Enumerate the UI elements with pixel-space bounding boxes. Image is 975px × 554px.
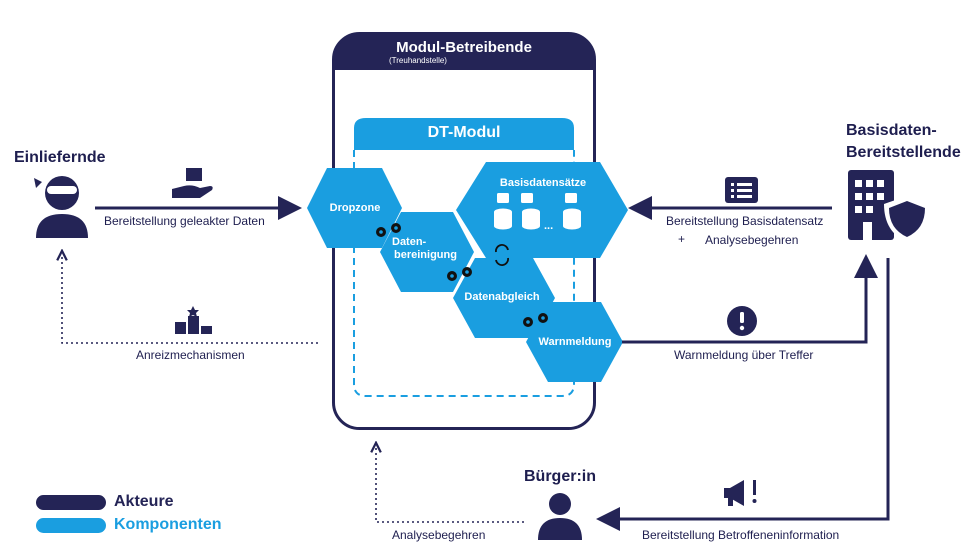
legend-komponenten-swatch <box>36 518 106 533</box>
arrow-warnmeldung <box>622 254 878 344</box>
arrow-analysebegehren <box>376 446 524 523</box>
ninja-icon <box>36 176 88 238</box>
flow-anreiz: Anreizmechanismen <box>136 348 245 362</box>
hex-warnmeldung <box>526 302 623 382</box>
person-icon <box>538 493 582 540</box>
flow-analysebegehren-unten: Analysebegehren <box>392 528 486 542</box>
list-icon <box>725 177 758 203</box>
arrow-anreiz <box>62 254 318 344</box>
basisdaten-ellipsis: ... <box>544 220 554 232</box>
flow-analysebegehren: Analysebegehren <box>705 233 799 247</box>
abgleich-label: Datenabgleich <box>464 291 540 303</box>
hand-package-icon <box>172 168 213 198</box>
refresh-icon <box>495 244 509 266</box>
basisdaten-label: Basisdatensätze <box>499 177 587 189</box>
flow-geleakt: Bereitstellung geleakter Daten <box>104 214 265 228</box>
module-subtitle: (Treuhandstelle) <box>389 56 447 65</box>
warnmeldung-label: Warnmeldung <box>538 336 612 348</box>
flow-plus: + <box>678 232 686 246</box>
actor-basis-line2: Bereitstellende <box>846 144 961 161</box>
bereinigung-label-2: bereinigung <box>394 249 457 261</box>
arrow-betroffenen <box>596 258 890 531</box>
flow-betroffenen: Bereitstellung Betroffeneninformation <box>642 528 840 542</box>
dt-module-title: DT-Modul <box>427 124 501 141</box>
megaphone-icon <box>724 480 757 506</box>
dt-module <box>353 118 575 397</box>
database-icon <box>494 193 581 230</box>
bereinigung-label-1: Daten- <box>392 236 427 248</box>
actor-buerger: Bürger:in <box>524 468 596 485</box>
building-shield-icon <box>848 170 930 242</box>
flow-basisdatensatz: Bereitstellung Basisdatensatz <box>666 214 824 228</box>
alert-icon <box>727 306 757 336</box>
hex-basisdaten <box>456 162 628 258</box>
dropzone-label: Dropzone <box>329 202 381 214</box>
module-title: Modul-Betreibende <box>396 39 532 56</box>
actor-einliefernde: Einliefernde <box>14 149 106 166</box>
legend-akteure: Akteure <box>114 493 174 510</box>
flow-warnmeldung: Warnmeldung über Treffer <box>674 348 814 362</box>
actor-basis-line1: Basisdaten- <box>846 122 937 139</box>
legend-akteure-swatch <box>36 495 106 510</box>
podium-icon <box>175 306 212 334</box>
legend-komponenten: Komponenten <box>114 516 222 533</box>
